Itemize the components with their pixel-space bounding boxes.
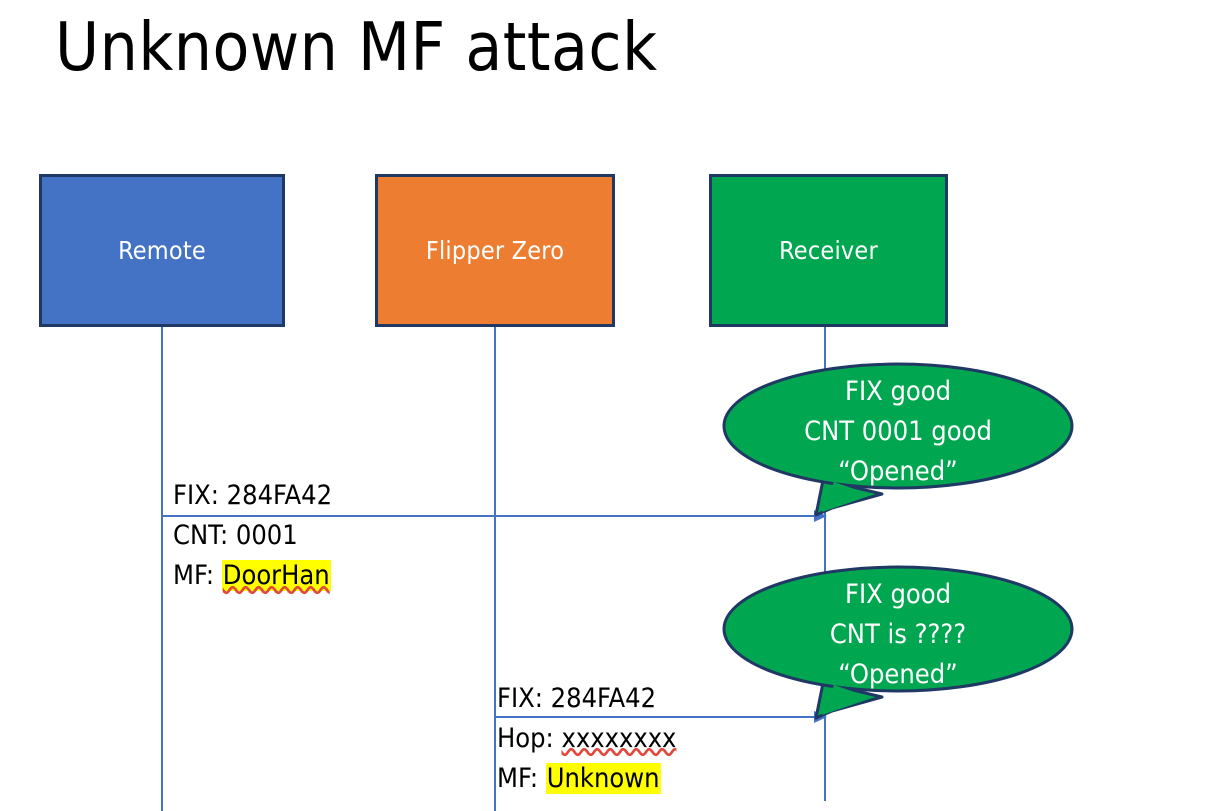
message-line-mf: MF: DoorHan xyxy=(173,556,332,596)
message-line-mf-2-prefix: MF: xyxy=(497,763,546,794)
message-line-mf-value: DoorHan xyxy=(221,560,331,591)
speech-bubble-shape-icon xyxy=(722,362,1074,517)
actor-box-remote[interactable]: Remote xyxy=(39,174,285,327)
message-label-remote-to-receiver: FIX: 284FA42 CNT: 0001 MF: DoorHan xyxy=(173,476,332,596)
message-line-mf-prefix: MF: xyxy=(173,560,222,591)
speech-bubble-receiver-second: FIX good CNT is ???? “Opened” xyxy=(722,565,1074,735)
message-line-fix-2-prefix: FIX: xyxy=(497,683,551,714)
message-line-fix-2: FIX: 284FA42 xyxy=(497,679,676,719)
message-line-fix-prefix: FIX: xyxy=(173,480,227,511)
message-line-fix: FIX: 284FA42 xyxy=(173,476,332,516)
page-title: Unknown MF attack xyxy=(55,8,658,86)
message-line-hop-value: xxxxxxxx xyxy=(561,723,677,754)
actor-box-receiver[interactable]: Receiver xyxy=(709,174,948,327)
message-line-mf-2: MF: Unknown xyxy=(497,759,676,799)
message-label-flipper-to-receiver: FIX: 284FA42 Hop: xxxxxxxx MF: Unknown xyxy=(497,679,676,799)
message-line-fix-2-value: 284FA42 xyxy=(550,683,657,714)
speech-bubble-shape-icon-2 xyxy=(722,565,1074,720)
message-line-hop: Hop: xxxxxxxx xyxy=(497,719,676,759)
message-line-cnt-prefix: CNT: xyxy=(173,520,236,551)
lifeline-flipper-zero xyxy=(494,327,496,811)
speech-bubble-receiver-first: FIX good CNT 0001 good “Opened” xyxy=(722,362,1074,532)
actor-label-flipper-zero: Flipper Zero xyxy=(425,236,565,265)
message-line-cnt: CNT: 0001 xyxy=(173,516,332,556)
actor-label-receiver: Receiver xyxy=(779,236,878,265)
lifeline-receiver xyxy=(824,327,826,801)
lifeline-remote xyxy=(161,327,163,811)
message-line-cnt-value: 0001 xyxy=(235,520,298,551)
message-line-mf-2-value: Unknown xyxy=(545,763,661,794)
message-line-hop-prefix: Hop: xyxy=(497,723,562,754)
message-line-fix-value: 284FA42 xyxy=(226,480,333,511)
actor-box-flipper-zero[interactable]: Flipper Zero xyxy=(375,174,615,327)
actor-label-remote: Remote xyxy=(118,236,206,265)
